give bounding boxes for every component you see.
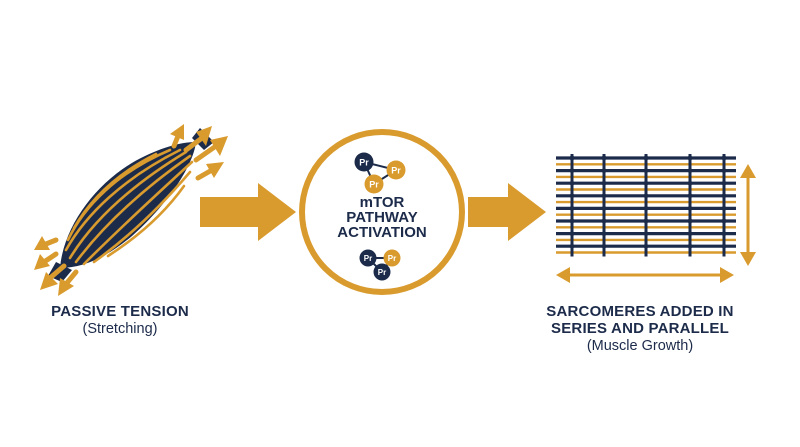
- z-disc-node: [721, 155, 727, 161]
- muscle-fibers: [64, 148, 194, 266]
- z-disc-node: [721, 206, 727, 211]
- double-arrow-horizontal: [556, 267, 734, 283]
- z-disc-node: [601, 243, 607, 249]
- z-disc-node: [721, 180, 727, 186]
- protein-label: Pr: [391, 166, 401, 176]
- protein-cluster-icon: Pr Pr Pr: [354, 152, 406, 194]
- z-disc-node: [687, 168, 693, 174]
- sarcomere-grid-icon: [556, 154, 736, 257]
- z-disc-node: [569, 193, 575, 199]
- mtor-line-2: PATHWAY: [346, 209, 418, 226]
- z-disc-node: [687, 243, 693, 249]
- passive-tension-title: PASSIVE TENSION: [51, 303, 189, 320]
- z-disc-node: [687, 155, 693, 161]
- protein-label: Pr: [364, 254, 372, 263]
- z-disc-node: [721, 168, 727, 174]
- z-disc-node: [721, 243, 727, 249]
- z-disc-node: [643, 243, 649, 249]
- z-disc-node: [721, 231, 727, 237]
- z-disc-node: [569, 155, 575, 161]
- z-disc-node: [643, 155, 649, 161]
- z-disc-node: [569, 243, 575, 249]
- protein-label: Pr: [369, 180, 379, 190]
- passive-tension-label: PASSIVE TENSION (Stretching): [30, 303, 210, 338]
- double-arrow-vertical: [740, 164, 756, 266]
- z-disc-node: [721, 193, 727, 199]
- z-disc-node: [643, 180, 649, 186]
- protein-label: Pr: [378, 268, 386, 277]
- flow-arrow-2: [468, 183, 546, 241]
- z-disc-node: [569, 218, 575, 224]
- z-disc-node: [601, 155, 607, 161]
- z-disc-node: [601, 206, 607, 211]
- protein-label: Pr: [359, 158, 369, 168]
- z-disc-node: [721, 218, 727, 224]
- z-disc-node: [687, 206, 693, 211]
- z-disc-node: [687, 218, 693, 224]
- sarcomeres-subtitle: (Muscle Growth): [586, 338, 694, 354]
- z-disc-node: [643, 206, 649, 211]
- z-disc-node: [643, 193, 649, 199]
- z-disc-node: [687, 180, 693, 186]
- z-disc-node: [643, 218, 649, 224]
- z-disc-node: [643, 231, 649, 237]
- mtor-line-3: ACTIVATION: [337, 224, 427, 241]
- z-disc-node: [687, 231, 693, 237]
- passive-tension-subtitle: (Stretching): [82, 321, 158, 337]
- z-disc-node: [687, 193, 693, 199]
- z-disc-node: [569, 168, 575, 174]
- z-disc-node: [601, 231, 607, 237]
- z-disc-node: [643, 168, 649, 174]
- protein-cluster-icon: Pr Pr Pr: [359, 249, 401, 281]
- mtor-line-1: mTOR: [359, 194, 405, 211]
- stretched-muscle-icon: [34, 124, 228, 296]
- protein-label: Pr: [388, 254, 396, 263]
- z-disc-node: [569, 180, 575, 186]
- stretch-arrows-top: [170, 124, 228, 181]
- mtor-circle: [299, 129, 465, 295]
- z-disc-node: [601, 168, 607, 174]
- flow-arrow-1: [200, 183, 296, 241]
- z-disc-node: [601, 180, 607, 186]
- sarcomeres-label: SARCOMERES ADDED IN SERIES AND PARALLEL …: [530, 303, 750, 355]
- z-disc-node: [601, 193, 607, 199]
- z-disc-node: [569, 206, 575, 211]
- sarcomeres-title-line-2: SERIES AND PARALLEL: [551, 320, 729, 337]
- mtor-label: mTOR PATHWAY ACTIVATION: [317, 195, 447, 240]
- sarcomeres-title-line-1: SARCOMERES ADDED IN: [546, 303, 734, 320]
- stretch-arrows-bottom: [34, 236, 79, 296]
- z-disc-node: [569, 231, 575, 237]
- z-disc-node: [601, 218, 607, 224]
